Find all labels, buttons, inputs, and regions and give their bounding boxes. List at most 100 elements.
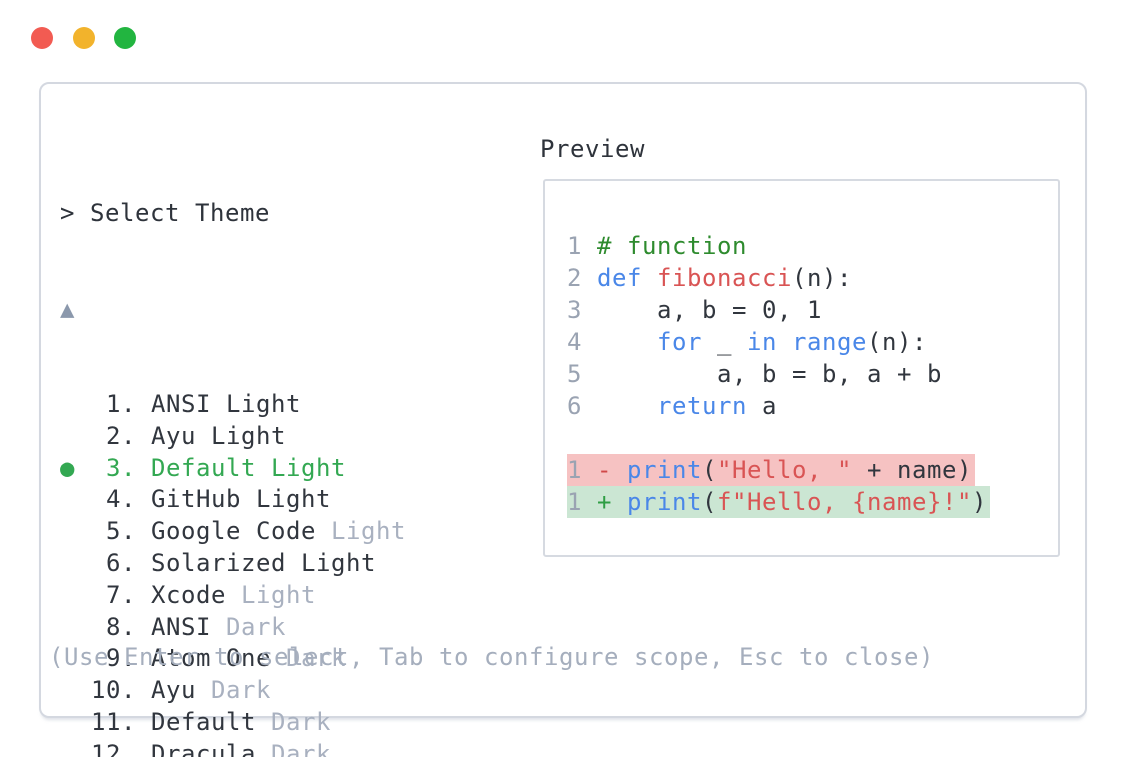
code-token xyxy=(612,488,627,516)
code-line: 6 return a xyxy=(567,390,1058,422)
theme-item[interactable]: 8.ANSI Dark xyxy=(60,612,406,644)
code-line-content: 1 # function xyxy=(567,230,747,262)
theme-item-number: 4. xyxy=(106,485,136,514)
theme-item-name: Xcode xyxy=(151,580,226,609)
theme-item-number: 1. xyxy=(106,390,136,418)
code-token: print xyxy=(627,488,702,516)
theme-item[interactable]: 2. Ayu Light xyxy=(60,421,406,453)
theme-item-name: Ayu xyxy=(151,676,196,705)
code-token: (n): xyxy=(867,328,927,356)
diff-added-line: 1 + print(f"Hello, {name}!") xyxy=(567,486,1058,518)
code-token: for xyxy=(657,328,702,356)
theme-item[interactable]: 12.Dracula Dark xyxy=(60,739,406,757)
code-line: 2 def fibonacci(n): xyxy=(567,262,1058,294)
theme-item-variant: Dark xyxy=(196,676,271,705)
marker-spacer xyxy=(60,580,90,612)
theme-item-number: 5. xyxy=(106,517,136,546)
theme-item-number: 10. xyxy=(91,676,136,705)
code-token xyxy=(777,328,792,356)
theme-item-number: 12. xyxy=(91,739,136,757)
marker-spacer xyxy=(60,421,90,453)
theme-item[interactable]: 6.Solarized Light xyxy=(60,548,406,580)
theme-item[interactable]: 1. ANSI Light xyxy=(60,389,406,421)
code-token: + name) xyxy=(852,456,972,484)
code-token: def xyxy=(597,264,642,292)
code-token: f"Hello, {name}!" xyxy=(717,488,972,516)
theme-item-name: Ayu Light xyxy=(151,421,286,450)
theme-item-variant: Dark xyxy=(256,707,331,736)
code-line-content: 1 - print("Hello, " + name) xyxy=(567,454,975,486)
theme-item[interactable]: 4. GitHub Light xyxy=(60,484,406,516)
marker-spacer xyxy=(60,739,90,757)
code-line-content: 5 a, b = b, a + b xyxy=(567,358,942,390)
theme-item[interactable]: 11. Default Dark xyxy=(60,707,406,739)
code-token: - xyxy=(597,456,612,484)
theme-item-variant: Light xyxy=(316,517,406,546)
code-line: 1 # function xyxy=(567,230,1058,262)
theme-item-name: Default Light xyxy=(151,453,346,482)
theme-item[interactable]: 10. Ayu Dark xyxy=(60,675,406,707)
theme-item[interactable]: 9. Atom One Dark xyxy=(60,643,406,675)
theme-item[interactable]: 5. Google Code Light xyxy=(60,516,406,548)
theme-item-number: 9. xyxy=(106,644,136,673)
code-line xyxy=(567,422,1058,454)
theme-item-name: ANSI xyxy=(151,612,211,641)
code-token: _ xyxy=(702,328,747,356)
scroll-up-icon[interactable]: ▲ xyxy=(60,295,75,323)
code-line-content: 6 return a xyxy=(567,390,777,422)
code-token: a, b = 0, 1 xyxy=(582,296,822,324)
theme-item[interactable]: ●3.Default Light xyxy=(60,453,406,485)
code-line: 3 a, b = 0, 1 xyxy=(567,294,1058,326)
diff-removed-line: 1 - print("Hello, " + name) xyxy=(567,454,1058,486)
line-number: 4 xyxy=(567,328,582,356)
theme-item-name: Google Code xyxy=(151,517,316,546)
code-token: # function xyxy=(597,232,747,260)
minimize-button[interactable] xyxy=(73,27,95,49)
theme-item-name: ANSI Light xyxy=(151,390,301,418)
code-token xyxy=(582,232,597,260)
line-number: 1 xyxy=(567,232,582,260)
theme-item-number: 11. xyxy=(91,707,136,736)
code-line: 5 a, b = b, a + b xyxy=(567,358,1058,390)
code-token: return xyxy=(657,392,747,420)
line-number: 1 xyxy=(567,456,582,484)
marker-spacer xyxy=(60,612,90,644)
theme-item-number: 2. xyxy=(106,421,136,450)
line-number: 5 xyxy=(567,360,582,388)
keyboard-hint: (Use Enter to select, Tab to configure s… xyxy=(49,643,934,671)
selected-dot-icon: ● xyxy=(60,453,75,482)
marker-spacer xyxy=(60,516,90,548)
code-token xyxy=(642,264,657,292)
theme-item[interactable]: 7.Xcode Light xyxy=(60,580,406,612)
marker-spacer xyxy=(60,707,90,739)
select-theme-prompt: > Select Theme xyxy=(60,199,270,227)
line-number: 1 xyxy=(567,488,582,516)
code-token xyxy=(582,488,597,516)
line-number: 2 xyxy=(567,264,582,292)
code-line-content: 3 a, b = 0, 1 xyxy=(567,294,822,326)
theme-item-number: 8. xyxy=(106,612,136,641)
code-token xyxy=(612,456,627,484)
preview-label: Preview xyxy=(540,135,645,163)
code-token: + xyxy=(597,488,612,516)
code-token: a xyxy=(747,392,777,420)
theme-list: 1. ANSI Light 2. Ayu Light ●3.Default Light… xyxy=(60,389,406,757)
code-token: in xyxy=(747,328,777,356)
code-line-content: 1 + print(f"Hello, {name}!") xyxy=(567,486,990,518)
code-token: print xyxy=(627,456,702,484)
line-number: 6 xyxy=(567,392,582,420)
zoom-button[interactable] xyxy=(114,27,136,49)
code-token: ( xyxy=(702,456,717,484)
code-token xyxy=(582,264,597,292)
code-token: fibonacci xyxy=(657,264,792,292)
theme-item-variant: Dark xyxy=(271,644,346,673)
theme-item-name: Default xyxy=(151,707,256,736)
code-token: ( xyxy=(702,488,717,516)
close-button[interactable] xyxy=(31,27,53,49)
theme-item-name: GitHub Light xyxy=(151,485,331,514)
code-token: range xyxy=(792,328,867,356)
theme-item-name: Atom One xyxy=(151,644,271,673)
marker-spacer xyxy=(60,484,90,516)
theme-item-name: Dracula xyxy=(151,739,256,757)
